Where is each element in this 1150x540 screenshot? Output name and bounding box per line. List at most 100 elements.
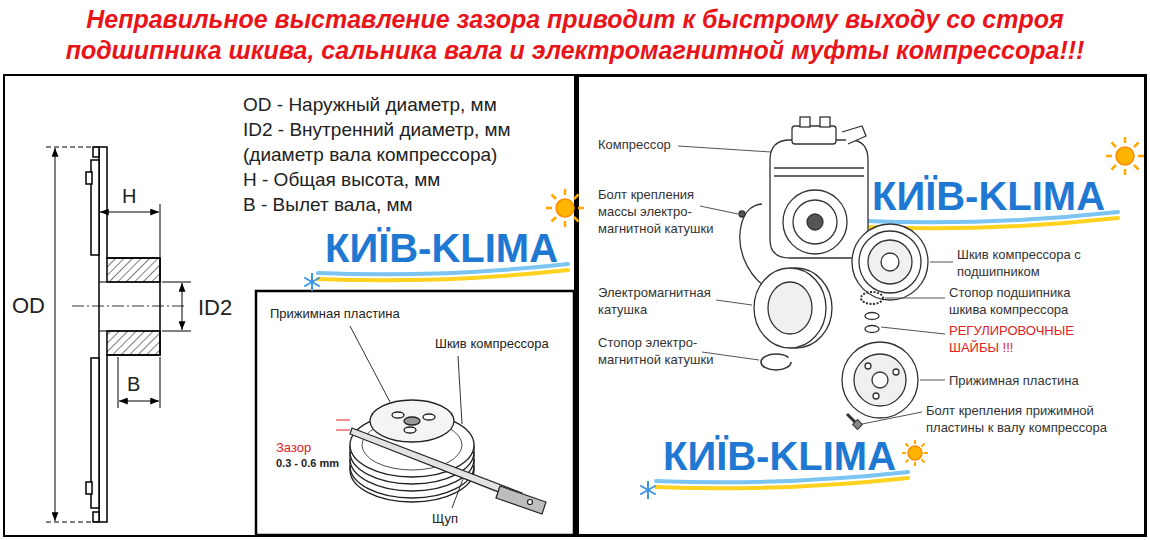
feeler-gauge [496, 486, 546, 514]
plate-bolt [853, 420, 863, 430]
gap-mark [336, 420, 350, 430]
center-line [72, 306, 186, 307]
coil-wire [740, 204, 770, 290]
part-label: Компрессор [598, 137, 671, 153]
pressure-plate-drawing [370, 400, 454, 442]
dimension-letter: OD [12, 292, 45, 320]
gap-mark [336, 420, 350, 421]
snowflake-icon [304, 273, 320, 291]
bearing-circlip [861, 292, 883, 304]
compressor-drawing [820, 117, 830, 127]
part-label: Прижимная пластина [270, 306, 400, 322]
compressor-drawing [793, 200, 837, 244]
sun-icon [908, 446, 922, 460]
dimension-line [160, 204, 161, 257]
panel-frame [4, 75, 1146, 536]
coil-wire [739, 204, 770, 290]
watermark: КИЇВ-KLIMA [325, 226, 558, 270]
plate-bolt [847, 414, 862, 429]
electromagnetic-coil [754, 268, 832, 348]
panel-frame [4, 75, 575, 536]
dimension-line [160, 357, 161, 408]
pulley-drawing [852, 224, 928, 300]
dimension-line [119, 401, 159, 402]
dimension-legend: ID2 - Внутренний диаметр, мм (диаметр ва… [243, 117, 543, 167]
leader-line [862, 412, 922, 424]
clutch-plate-section [107, 258, 160, 282]
leader-line [350, 326, 463, 508]
dimension-line [55, 148, 56, 521]
sun-icon [902, 440, 928, 466]
sun-icon [546, 189, 584, 227]
leader-line [678, 146, 771, 152]
feeler-gauge [350, 428, 546, 514]
dimension-line [162, 331, 191, 332]
coil-circlip [761, 354, 791, 370]
clutch-plate-section [99, 147, 160, 522]
feeler-gauge [528, 500, 533, 505]
sun-icon [556, 199, 574, 217]
dimension-line [118, 357, 119, 408]
leader-line [885, 298, 945, 299]
watermark: КИЇВ-KLIMA [872, 174, 1105, 218]
dimension-letter: B [127, 372, 140, 397]
leader-line [452, 479, 463, 508]
part-label: Шкив компрессора [435, 336, 549, 352]
part-label: Стопор подшипника шкива компрессора [949, 284, 1099, 318]
dimension-line [100, 212, 159, 213]
pressure-plate-drawing [872, 372, 888, 388]
part-label: Прижимная пластина [949, 372, 1079, 389]
part-label: Болт крепления прижимной пластины к валу… [926, 402, 1141, 436]
pressure-plate-drawing [865, 363, 871, 369]
feeler-gauge [350, 428, 522, 500]
clutch-plate-section [86, 482, 92, 494]
part-label: Электромагнитная катушка [598, 284, 728, 318]
leader-line [458, 356, 462, 424]
watermark-stripe [656, 478, 908, 488]
snowflake-icon [640, 481, 656, 499]
clutch-plate-section [86, 172, 92, 184]
part-label: Стопор электро- магнитной катушки [598, 334, 728, 368]
leader-line [920, 380, 945, 381]
dimension-line [182, 283, 183, 330]
compressor-drawing [800, 117, 810, 127]
bearing-circlip [861, 292, 883, 304]
pressure-plate-drawing [842, 342, 918, 418]
compressor-drawing [842, 126, 866, 144]
dimension-legend: H - Общая высота, мм [243, 167, 440, 192]
clutch-plate-section [93, 512, 99, 522]
clutch-plate-section [93, 147, 99, 157]
gap-value: 0.3 - 0.6 mm [276, 457, 339, 471]
pulley-drawing [881, 253, 899, 271]
clutch-plate-section [107, 331, 160, 355]
watermark-stripe [318, 212, 1118, 488]
leader-line [700, 206, 738, 214]
sun-icon [902, 440, 928, 466]
pressure-plate-drawing [893, 369, 899, 375]
compressor-drawing [807, 214, 823, 230]
pressure-plate-drawing [873, 393, 879, 399]
pressure-plate-drawing [842, 342, 918, 418]
gap-label: Зазор [276, 440, 311, 456]
pressure-plate-drawing [404, 427, 416, 433]
pressure-plate-drawing [404, 417, 420, 425]
compressor-drawing [770, 117, 868, 258]
gap-mark [336, 430, 350, 431]
pulley-drawing [859, 231, 921, 293]
pressure-plate-drawing [392, 412, 404, 418]
dimension-letter: ID2 [198, 294, 232, 322]
pressure-plate-drawing [423, 414, 435, 420]
electromagnetic-coil [768, 282, 812, 334]
leader-line [930, 262, 953, 263]
snowflake-icon [304, 273, 320, 291]
panel-frame [256, 291, 574, 535]
dimension-line [46, 147, 98, 148]
page-title: Неправильное выставление зазора приводит… [15, 4, 1135, 66]
pressure-plate-drawing [370, 400, 454, 442]
part-label: Шкив компрессора с подшипником [957, 246, 1081, 280]
sun-icon [1116, 147, 1134, 165]
dimension-letter: H [122, 184, 136, 209]
leader-line [716, 300, 752, 305]
shim-washer [865, 313, 879, 320]
leader-line [881, 327, 945, 334]
